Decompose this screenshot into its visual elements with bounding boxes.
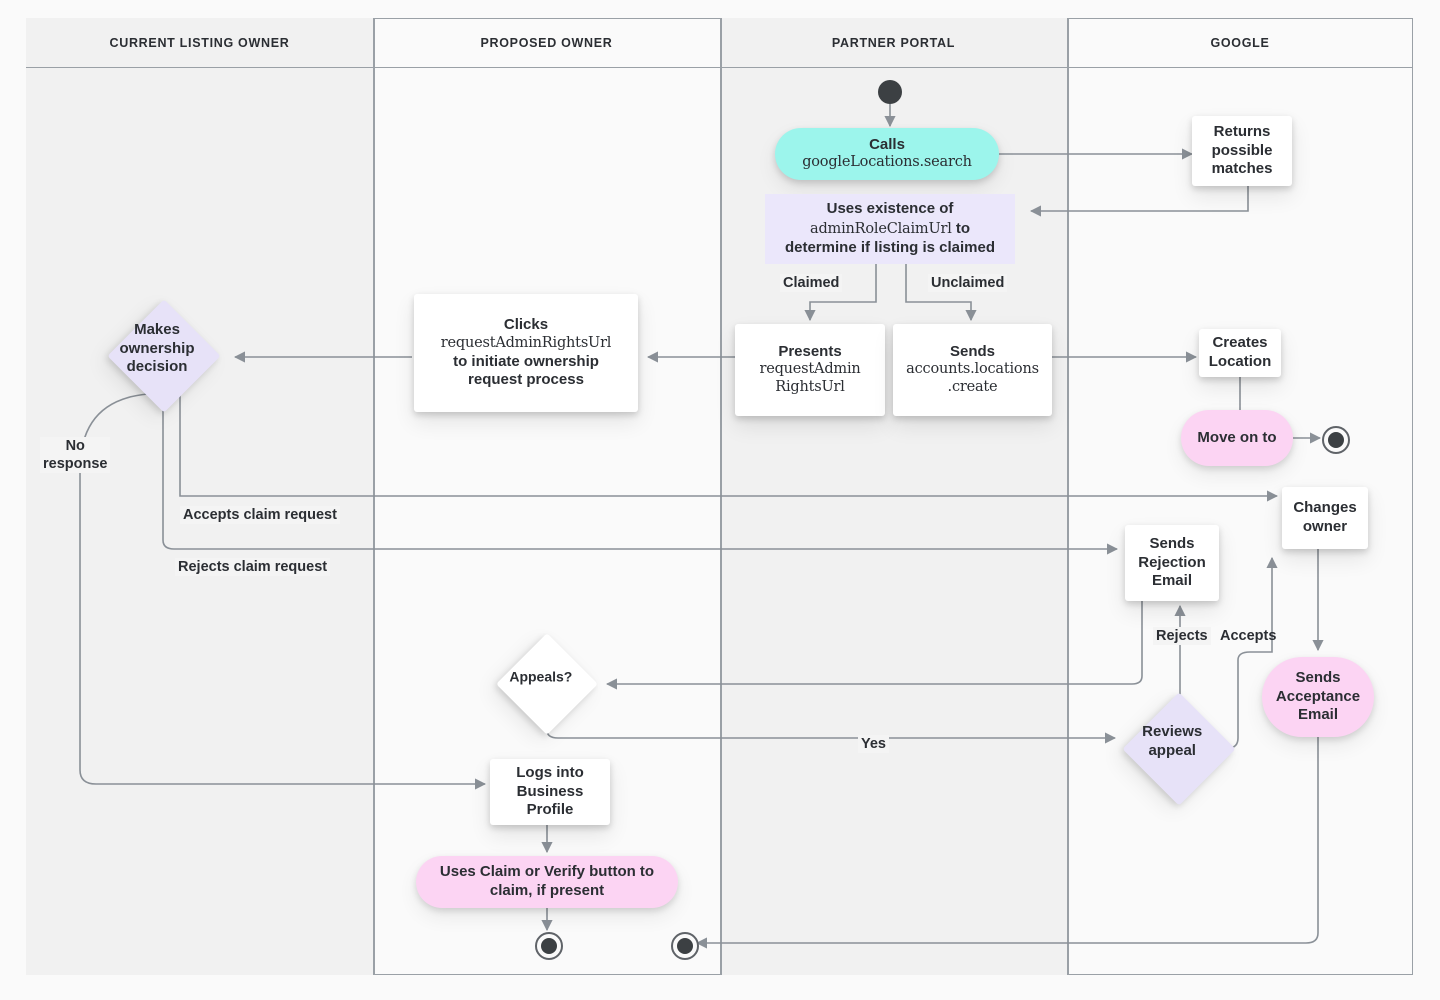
edge-label-unclaimed: Unclaimed (928, 274, 1008, 293)
node-sends-rejection-email[interactable]: Sends Rejection Email (1125, 525, 1219, 601)
edge-no-response-to-logs-into (79, 393, 487, 790)
edge-returns-to-uses (1029, 186, 1249, 217)
node-presents-request-admin-rights-url[interactable]: Presents requestAdmin RightsUrl (735, 324, 885, 416)
node-sends-rejection-email-label: Sends Rejection Email (1138, 535, 1206, 590)
node-uses-line3: determine if listing is claimed (784, 238, 996, 256)
node-uses-line2: to (951, 220, 970, 238)
edge-label-accepts-claim-request: Accepts claim request (180, 506, 340, 525)
node-presents-line2: requestAdmin (759, 361, 861, 378)
node-uses-claim-line1: Uses Claim or Verify button to (439, 863, 655, 881)
lane-header-google: GOOGLE (1210, 36, 1270, 50)
edge-label-yes: Yes (858, 735, 889, 754)
node-calls-line2: googleLocations.search (802, 154, 972, 171)
start-node (878, 80, 902, 104)
end-node-google (1322, 426, 1350, 454)
edge-accepts-claim-to-changes-owner (179, 394, 1279, 502)
node-decision-label: Makes ownership decision (119, 321, 195, 376)
node-logs-into-label: Logs into Business Profile (516, 764, 584, 819)
node-sends-acceptance-email-label: Sends Acceptance Email (1275, 669, 1361, 724)
edge-label-claimed: Claimed (780, 274, 843, 293)
edge-label-accepts: Accepts (1220, 628, 1277, 644)
lane-header-proposed-owner: PROPOSED OWNER (480, 36, 613, 50)
lane-header-partner-portal: PARTNER PORTAL (720, 18, 1067, 68)
end-node-partner-portal (671, 932, 699, 960)
node-sends-create-line1: Sends (949, 342, 995, 360)
node-uses-claim-line2: claim, if present (489, 882, 605, 899)
node-changes-owner-label: Changes owner (1293, 499, 1357, 535)
lane-header-current-listing-owner: CURRENT LISTING OWNER (26, 18, 373, 68)
edge-reviews-accepts-to-changes-owner (1218, 556, 1278, 749)
edge-appeals-yes-to-reviews (546, 721, 1117, 744)
node-logs-into-business-profile[interactable]: Logs into Business Profile (490, 759, 610, 825)
node-presents-line3: RightsUrl (775, 379, 845, 396)
edge-label-rejects-claim-request: Rejects claim request (175, 558, 331, 577)
node-uses-mono: adminRoleClaimUrl (810, 221, 952, 238)
node-clicks-line3: request process (468, 371, 584, 389)
node-clicks-mono: requestAdminRightsUrl (440, 334, 612, 351)
node-sends-create-line3: .create (947, 379, 998, 396)
end-node-proposed-owner (535, 932, 563, 960)
edge-rejects-claim-to-rejection-email (162, 394, 1119, 555)
node-uses-line1: Uses existence of (826, 200, 954, 218)
node-creates-location[interactable]: Creates Location (1199, 329, 1281, 377)
node-returns-possible-matches[interactable]: Returns possible matches (1192, 116, 1292, 186)
node-sends-create-line2: accounts.locations (906, 361, 1039, 378)
node-returns-label: Returns possible matches (1211, 123, 1273, 178)
edge-uses-to-presents (804, 264, 877, 322)
node-calls-line1: Calls (869, 135, 905, 153)
edge-label-no-response: No response (40, 437, 111, 474)
edge-label-rejects: Rejects (1153, 627, 1211, 646)
node-clicks-request-admin-rights-url[interactable]: Clicks requestAdminRightsUrl to initiate… (414, 294, 638, 412)
node-clicks-line2: to initiate ownership (453, 352, 599, 370)
node-reviews-appeal-label: Reviews appeal (1141, 723, 1202, 759)
edge-rejection-email-to-appeals (605, 600, 1143, 690)
node-move-on-to[interactable]: Move on to (1181, 410, 1293, 466)
node-sends-accounts-locations-create[interactable]: Sends accounts.locations .create (893, 324, 1052, 416)
edge-acceptance-email-to-partner-end (695, 736, 1319, 949)
node-presents-line1: Presents (778, 342, 842, 360)
node-appeals-label: Appeals? (509, 668, 573, 685)
node-uses-existence-of-admin-role-claim-url[interactable]: Uses existence of adminRoleClaimUrl to d… (765, 194, 1015, 264)
node-calls-google-locations-search[interactable]: Calls googleLocations.search (775, 128, 999, 180)
node-creates-location-label: Creates Location (1208, 334, 1272, 370)
node-move-on-to-label: Move on to (1197, 428, 1277, 446)
node-clicks-line1: Clicks (503, 316, 549, 334)
node-changes-owner[interactable]: Changes owner (1282, 487, 1368, 549)
lane-header-row-divider (26, 18, 1413, 68)
edge-uses-to-sends-create (905, 264, 977, 322)
node-sends-acceptance-email[interactable]: Sends Acceptance Email (1262, 657, 1374, 737)
node-uses-claim-or-verify-button[interactable]: Uses Claim or Verify button to claim, if… (416, 856, 678, 908)
